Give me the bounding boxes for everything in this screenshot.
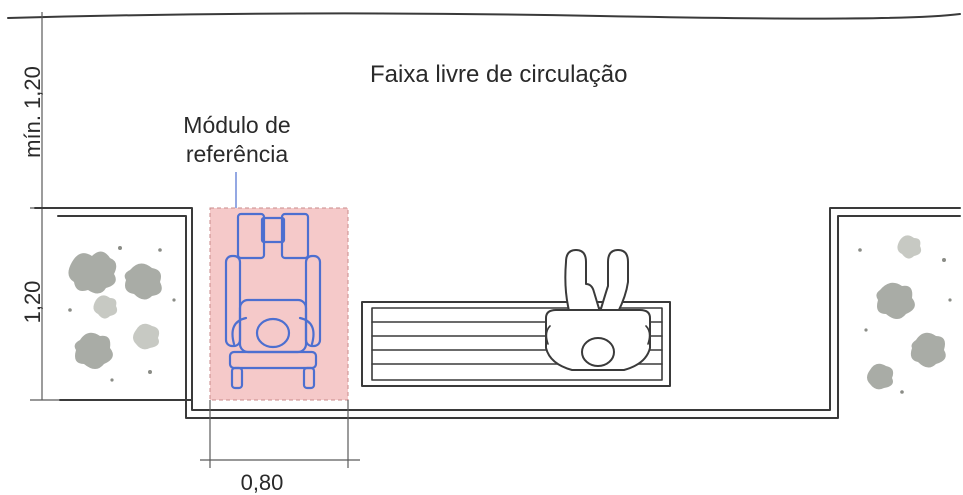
top-dimension-label: mín. 1,20	[20, 66, 45, 158]
right-vegetation-icon	[858, 235, 952, 394]
side-dimension-label: 1,20	[20, 281, 45, 324]
wheelchair-user-top-view-icon	[224, 212, 322, 390]
seated-person-top-view-icon	[545, 249, 651, 371]
circulation-band-label: Faixa livre de circulação	[370, 61, 627, 88]
side-dimension: 1,20	[20, 208, 60, 401]
width-dimension-label: 0,80	[241, 470, 284, 495]
top-boundary-line	[7, 12, 961, 20]
left-vegetation-icon	[68, 246, 176, 382]
left-planter	[34, 207, 193, 401]
bench-niche	[185, 395, 839, 419]
reference-module	[209, 207, 349, 401]
reference-module-label-line2: referência	[186, 141, 288, 167]
right-planter	[829, 207, 961, 401]
top-dimension: mín. 1,20	[20, 12, 60, 209]
reference-module-label-line1: Módulo de	[183, 112, 290, 138]
width-dimension: 0,80	[200, 400, 360, 495]
reference-module-area	[209, 207, 349, 401]
